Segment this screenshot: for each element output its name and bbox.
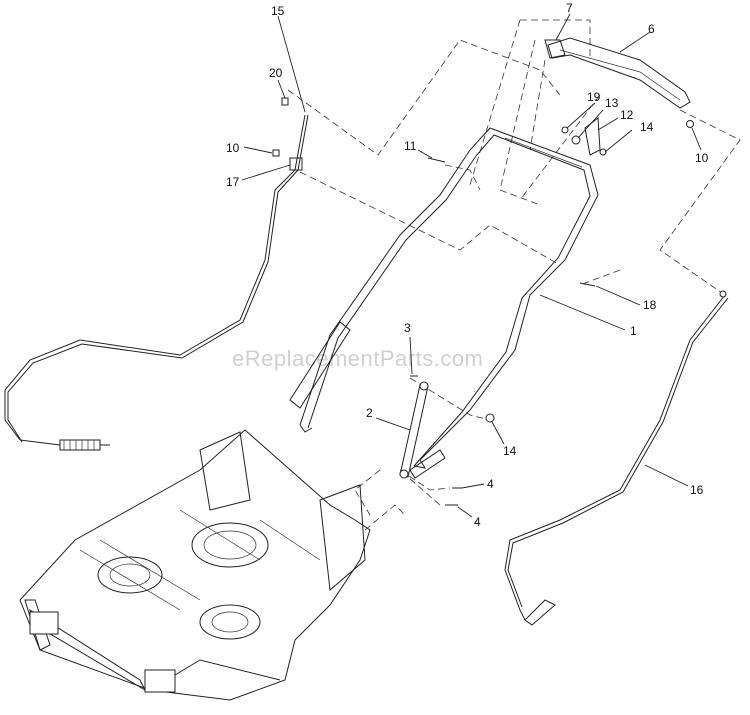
callout-20: 20 [269, 66, 283, 80]
link-bar [399, 381, 429, 479]
callout-6: 6 [648, 22, 655, 36]
callout-15: 15 [271, 4, 285, 18]
watermark-text: eReplacementParts.com [232, 346, 483, 371]
callout-19: 19 [587, 90, 601, 104]
callout-10-right: 10 [695, 151, 709, 165]
cable-right [504, 290, 729, 626]
callout-17: 17 [226, 175, 240, 189]
callout-12: 12 [620, 108, 634, 122]
handle-assembly [289, 127, 599, 479]
mower-deck [19, 429, 371, 701]
callout-18: 18 [643, 298, 657, 312]
callout-2: 2 [366, 406, 373, 420]
callout-3: 3 [404, 321, 411, 335]
hardware [272, 97, 694, 506]
callout-4-lower: 4 [474, 515, 481, 529]
callout-10-left: 10 [226, 141, 240, 155]
callout-1: 1 [630, 324, 637, 338]
callout-16: 16 [690, 483, 704, 497]
callout-4-upper: 4 [487, 477, 494, 491]
callout-14-top: 14 [640, 120, 654, 134]
callout-14-bottom: 14 [503, 444, 517, 458]
bail-bar [544, 37, 691, 109]
callout-11: 11 [404, 139, 417, 153]
assembly-dashed-lines [287, 19, 741, 531]
callouts: 15 20 10 17 7 6 19 13 12 14 10 11 18 1 3… [226, 1, 709, 529]
cable-left [4, 114, 309, 451]
callout-7: 7 [566, 1, 573, 15]
callout-13: 13 [605, 96, 619, 110]
leader-lines [241, 13, 702, 518]
